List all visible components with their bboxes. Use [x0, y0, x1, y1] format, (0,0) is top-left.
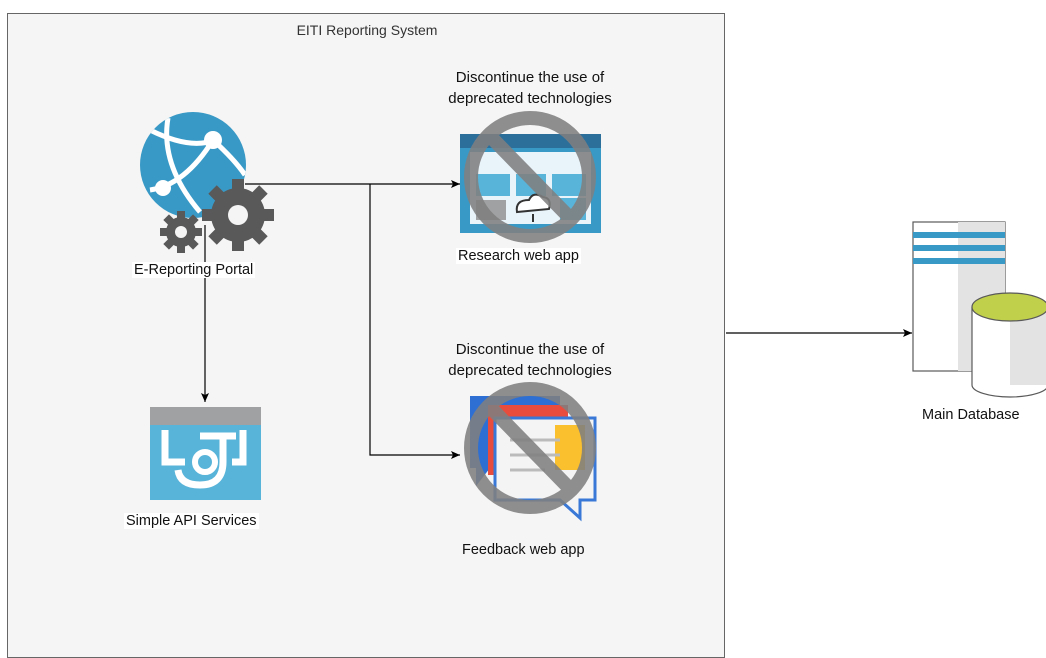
- web-app-gears-icon[interactable]: [140, 112, 274, 253]
- feedback-warning-line1: Discontinue the use of: [455, 341, 605, 358]
- database-label: Main Database: [922, 407, 1020, 423]
- container-title: EITI Reporting System: [296, 22, 438, 38]
- feedback-warning: Discontinue the use of deprecated techno…: [405, 339, 655, 381]
- research-warning: Discontinue the use of deprecated techno…: [405, 67, 655, 109]
- api-services-icon[interactable]: [150, 407, 261, 500]
- portal-label: E-Reporting Portal: [132, 262, 256, 278]
- connectors: [201, 180, 912, 459]
- prohibit-icon: [464, 111, 596, 243]
- api-label: Simple API Services: [124, 513, 259, 529]
- research-label: Research web app: [456, 248, 581, 264]
- edge-portal-to-feedback: [369, 184, 460, 459]
- eiti-reporting-system-container[interactable]: [7, 13, 725, 658]
- research-warning-line1: Discontinue the use of: [455, 69, 605, 86]
- prohibit-icon: [464, 382, 596, 514]
- feedback-warning-line2: deprecated technologies: [448, 362, 612, 379]
- server-database-icon[interactable]: [912, 221, 1046, 398]
- feedback-label: Feedback web app: [462, 542, 585, 558]
- research-warning-line2: deprecated technologies: [448, 90, 612, 107]
